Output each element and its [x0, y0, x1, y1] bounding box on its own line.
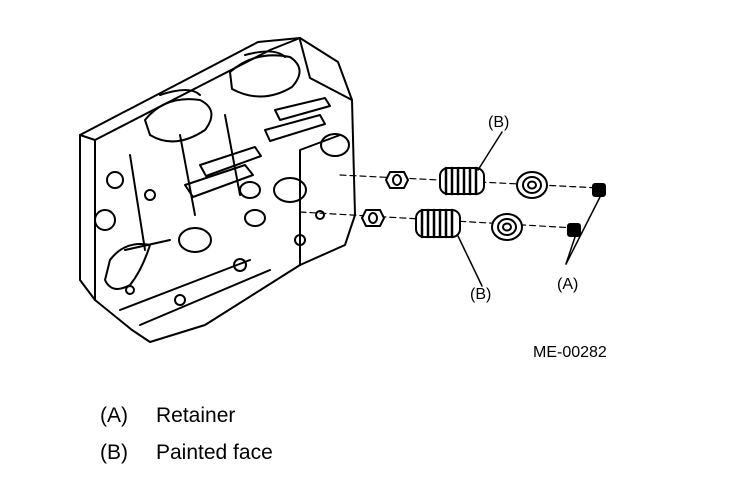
- lower-valve-components: [361, 208, 581, 241]
- legend-code: (B): [100, 441, 128, 464]
- callout-leaders: [457, 131, 601, 287]
- legend-text: Retainer: [156, 404, 236, 427]
- legend-text: Painted face: [156, 441, 273, 464]
- cylinder-head-illustration: [79, 37, 356, 343]
- lower-valve-spring: [415, 208, 461, 239]
- legend-code: (A): [100, 404, 128, 427]
- figure-code: ME-00282: [533, 344, 607, 361]
- upper-valve-components: [385, 166, 606, 199]
- upper-valve-spring: [439, 166, 485, 196]
- callout-a: (A): [557, 276, 579, 293]
- callout-b-lower: (B): [470, 286, 492, 303]
- lower-retainer: [567, 223, 581, 237]
- legend-row-b: (B) Painted face: [100, 441, 273, 465]
- callout-b-upper: (B): [488, 114, 510, 131]
- upper-retainer: [592, 183, 606, 197]
- legend-row-a: (A) Retainer: [100, 404, 235, 428]
